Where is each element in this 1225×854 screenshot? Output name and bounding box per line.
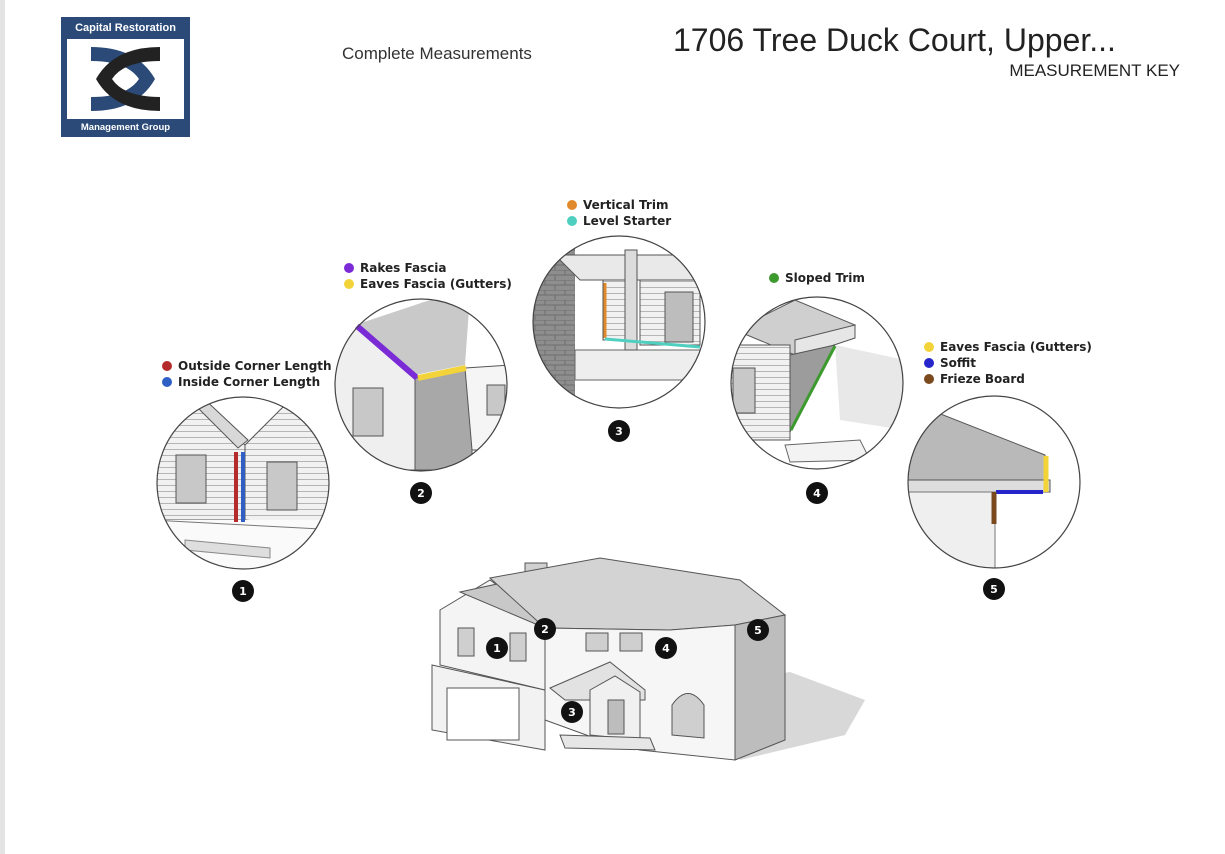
svg-text:1: 1 (239, 585, 247, 598)
green-dot-icon (769, 273, 779, 283)
detail-fascia (334, 298, 508, 472)
house-badge-5: 5 (747, 619, 769, 641)
legend-corner: Outside Corner Length Inside Corner Leng… (162, 358, 332, 390)
legend-item-sloped-trim: Sloped Trim (769, 270, 865, 286)
yellow-dot-icon (924, 342, 934, 352)
svg-text:4: 4 (662, 642, 670, 655)
svg-text:4: 4 (813, 487, 821, 500)
page-edge (0, 0, 5, 854)
legend-sloped: Sloped Trim (769, 270, 865, 286)
svg-text:5: 5 (990, 583, 998, 596)
yellow-dot-icon (344, 279, 354, 289)
logo-emblem (67, 39, 184, 119)
legend-item-inside-corner: Inside Corner Length (162, 374, 332, 390)
document-subtitle: Complete Measurements (342, 44, 532, 63)
svg-text:2: 2 (417, 487, 425, 500)
house-illustration (431, 557, 865, 761)
blue-dot-icon (162, 377, 172, 387)
red-dot-icon (162, 361, 172, 371)
svg-text:3: 3 (615, 425, 623, 438)
measurement-key-label: MEASUREMENT KEY (1009, 61, 1180, 80)
sloped-trim-line (789, 345, 837, 431)
badge-3: 3 (608, 420, 630, 442)
orange-dot-icon (567, 200, 577, 210)
legend-item-vertical-trim: Vertical Trim (567, 197, 671, 213)
house-badge-2: 2 (534, 618, 556, 640)
legend-item-frieze-board: Frieze Board (924, 371, 1092, 387)
detail-soffit (907, 395, 1081, 569)
brown-dot-icon (924, 374, 934, 384)
detail-sloped (730, 296, 904, 470)
dark-blue-dot-icon (924, 358, 934, 368)
legend-item-rakes-fascia: Rakes Fascia (344, 260, 512, 276)
svg-text:5: 5 (754, 624, 762, 637)
teal-dot-icon (567, 216, 577, 226)
property-address: 1706 Tree Duck Court, Upper... (673, 22, 1116, 58)
badge-2: 2 (410, 482, 432, 504)
svg-text:2: 2 (541, 623, 549, 636)
svg-text:3: 3 (568, 706, 576, 719)
badge-5: 5 (983, 578, 1005, 600)
legend-item-soffit: Soffit (924, 355, 1092, 371)
eaves-fascia-line (417, 365, 467, 381)
legend-item-outside-corner: Outside Corner Length (162, 358, 332, 374)
house-badge-4: 4 (655, 637, 677, 659)
logo-bottom-text: Management Group (80, 122, 171, 133)
legend-soffit: Eaves Fascia (Gutters) Soffit Frieze Boa… (924, 339, 1092, 387)
company-logo: Capital Restoration Management Group (61, 17, 190, 137)
legend-item-eaves-fascia-2: Eaves Fascia (Gutters) (924, 339, 1092, 355)
svg-text:1: 1 (493, 642, 501, 655)
legend-item-eaves-fascia: Eaves Fascia (Gutters) (344, 276, 512, 292)
detail-trim (532, 235, 706, 409)
level-starter-line (604, 337, 701, 349)
legend-item-level-starter: Level Starter (567, 213, 671, 229)
house-badge-3: 3 (561, 701, 583, 723)
badge-4: 4 (806, 482, 828, 504)
badge-1: 1 (232, 580, 254, 602)
legend-fascia: Rakes Fascia Eaves Fascia (Gutters) (344, 260, 512, 292)
legend-trim: Vertical Trim Level Starter (567, 197, 671, 229)
purple-dot-icon (344, 263, 354, 273)
rakes-fascia-line (355, 323, 419, 381)
logo-top-text: Capital Restoration (75, 22, 176, 34)
house-badge-1: 1 (486, 637, 508, 659)
